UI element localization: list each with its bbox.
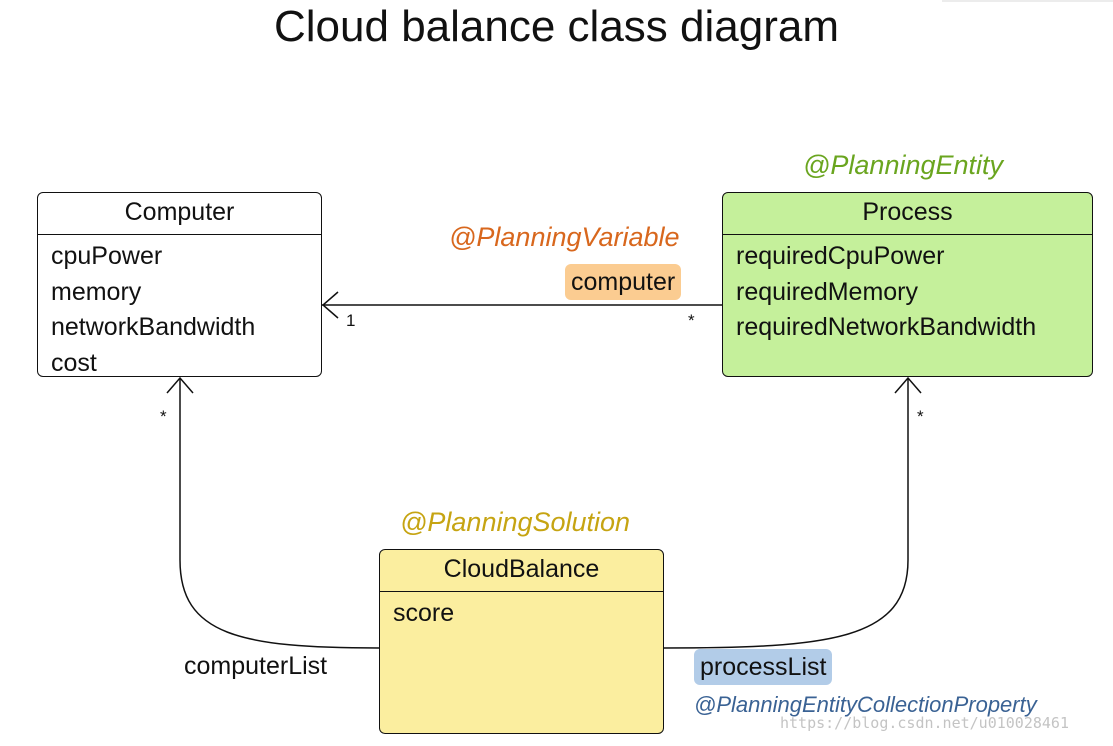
computer-arrowhead [321,291,339,319]
computer-class-name: Computer [38,193,321,235]
computer-list-label: computerList [184,652,328,680]
computer-role-tag: computer [565,264,682,300]
collection-property-annotation: @PlanningEntityCollectionProperty [694,692,1037,717]
cloudbalance-attributes: score [380,592,663,632]
computer-attributes: cpuPower memory networkBandwidth cost [38,235,321,377]
process-list-line [663,378,909,649]
attribute: requiredMemory [736,277,919,306]
process-attributes: requiredCpuPower requiredMemory required… [723,235,1092,346]
multiplicity-many: * [688,311,695,330]
process-list-tag: processList [694,649,833,685]
attribute: cpuPower [51,242,163,270]
corner-tab [942,0,1113,2]
planning-entity-annotation: @PlanningEntity [803,150,1004,180]
computer-list-arrowhead [166,376,194,394]
process-list-multiplicity: * [917,407,924,426]
computer-list-line [179,378,380,649]
planning-variable-annotation: @PlanningVariable [449,222,680,252]
attribute: requiredNetworkBandwidth [736,313,1037,341]
attribute: cost [51,348,97,377]
computer-list-multiplicity: * [160,407,167,426]
process-class-name: Process [723,193,1092,235]
process-list-arrowhead [894,376,922,394]
computer-class: Computer cpuPower memory networkBandwidt… [37,192,322,377]
process-class: Process requiredCpuPower requiredMemory … [722,192,1093,377]
attribute: networkBandwidth [51,313,256,341]
multiplicity-one: 1 [346,311,356,330]
watermark: https://blog.csdn.net/u010028461 [780,714,1069,732]
cloudbalance-class-name: CloudBalance [380,550,663,592]
attribute: requiredCpuPower [736,242,945,270]
cloudbalance-class: CloudBalance score [379,549,664,734]
attribute: memory [51,277,142,306]
diagram-title: Cloud balance class diagram [274,2,839,51]
planning-solution-annotation: @PlanningSolution [400,507,631,537]
attribute: score [393,599,455,627]
